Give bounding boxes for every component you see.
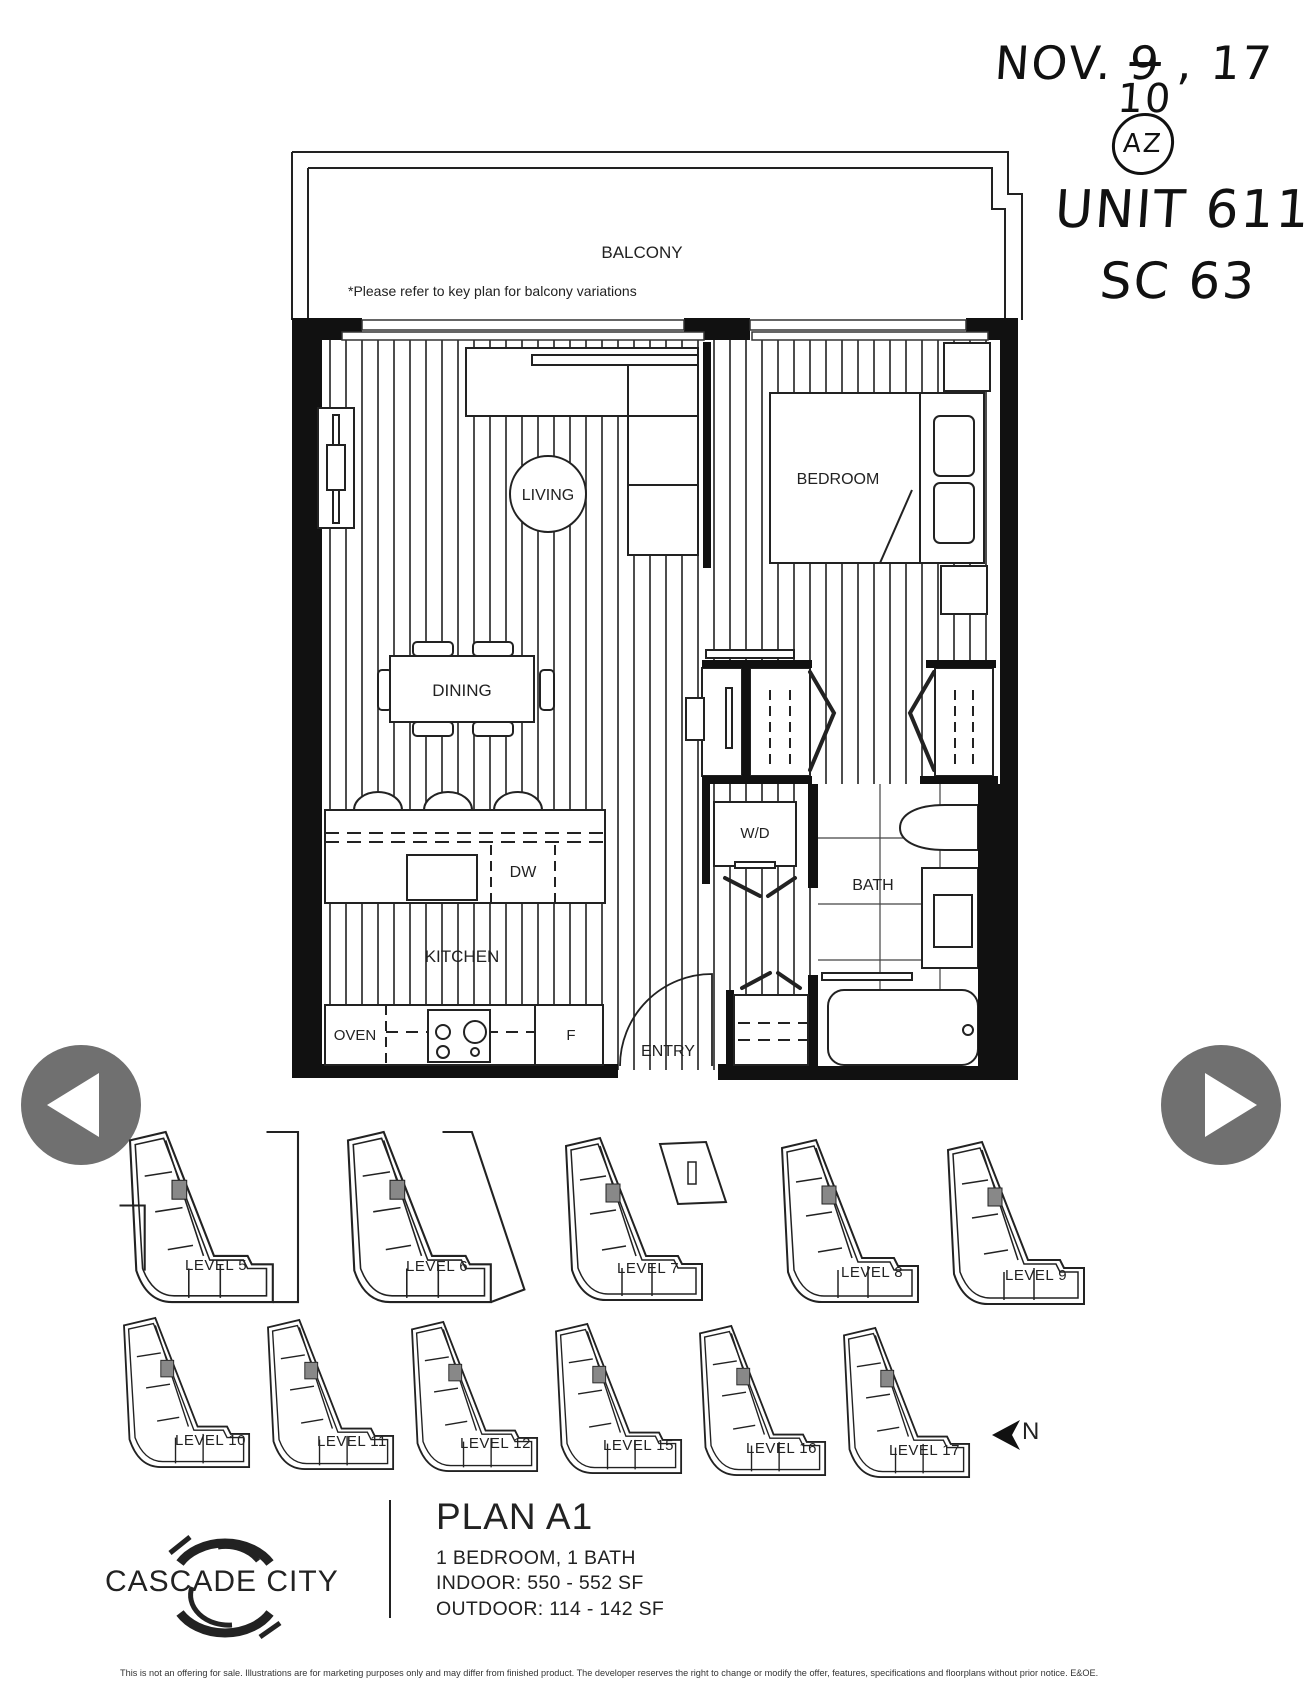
living-label: LIVING xyxy=(522,487,574,504)
closets xyxy=(685,649,994,777)
play-right-icon xyxy=(1205,1073,1257,1137)
brand-name: CASCADE CITY xyxy=(105,1565,339,1598)
washer-dryer xyxy=(713,801,797,869)
plan-title: PLAN A1 xyxy=(436,1496,594,1537)
entry-label: ENTRY xyxy=(641,1043,695,1060)
previous-button[interactable] xyxy=(21,1045,141,1165)
fridge-label: F xyxy=(566,1027,575,1044)
oven-label: OVEN xyxy=(334,1027,377,1044)
level-label: LEVEL 11 xyxy=(317,1433,387,1450)
balcony-label: BALCONY xyxy=(601,243,682,262)
level-label: LEVEL 12 xyxy=(460,1435,531,1452)
play-left-icon xyxy=(47,1073,99,1137)
key-level-5 xyxy=(119,1130,300,1304)
level-label: LEVEL 8 xyxy=(841,1264,904,1281)
kitchen-label: KITCHEN xyxy=(425,947,500,966)
key-level-7 xyxy=(565,1137,728,1301)
plan-bed-bath: 1 BEDROOM, 1 BATH xyxy=(436,1547,636,1569)
key-plan xyxy=(119,1130,1085,1478)
floor-plan: BALCONY *Please refer to key plan for ba… xyxy=(291,151,1023,1080)
fireplace xyxy=(317,407,355,529)
disclaimer: This is not an offering for sale. Illust… xyxy=(120,1668,1099,1679)
balcony xyxy=(291,151,1023,320)
kitchen-counter xyxy=(324,1004,604,1066)
level-label: LEVEL 17 xyxy=(889,1442,960,1459)
exterior-walls xyxy=(292,318,1018,1080)
living-furniture xyxy=(465,347,699,556)
dining-table xyxy=(377,641,555,737)
footer-divider xyxy=(389,1500,391,1618)
level-label: LEVEL 9 xyxy=(1005,1267,1068,1284)
cascade-city-logo-icon xyxy=(168,1535,282,1640)
dw-label: DW xyxy=(510,864,538,881)
plan-indoor-area: INDOOR: 550 - 552 SF xyxy=(436,1572,644,1594)
level-label: LEVEL 15 xyxy=(603,1437,674,1454)
north-label: N xyxy=(1022,1418,1040,1445)
next-button[interactable] xyxy=(1161,1045,1281,1165)
dining-label: DINING xyxy=(432,681,492,700)
level-label: LEVEL 10 xyxy=(175,1432,246,1449)
north-arrow-icon xyxy=(992,1420,1020,1450)
bed xyxy=(769,342,991,615)
bath-fixtures xyxy=(821,804,979,1066)
level-label: LEVEL 6 xyxy=(406,1258,469,1275)
wd-label: W/D xyxy=(740,825,769,842)
kitchen-island xyxy=(324,791,606,904)
plan-outdoor-area: OUTDOOR: 114 - 142 SF xyxy=(436,1598,665,1620)
level-label: LEVEL 7 xyxy=(617,1260,680,1277)
level-label: LEVEL 16 xyxy=(746,1440,817,1457)
level-label: LEVEL 5 xyxy=(185,1257,248,1274)
balcony-note: *Please refer to key plan for balcony va… xyxy=(348,283,637,299)
key-level-6 xyxy=(346,1130,526,1304)
bedroom-label: BEDROOM xyxy=(797,471,880,488)
bath-label: BATH xyxy=(852,877,893,894)
